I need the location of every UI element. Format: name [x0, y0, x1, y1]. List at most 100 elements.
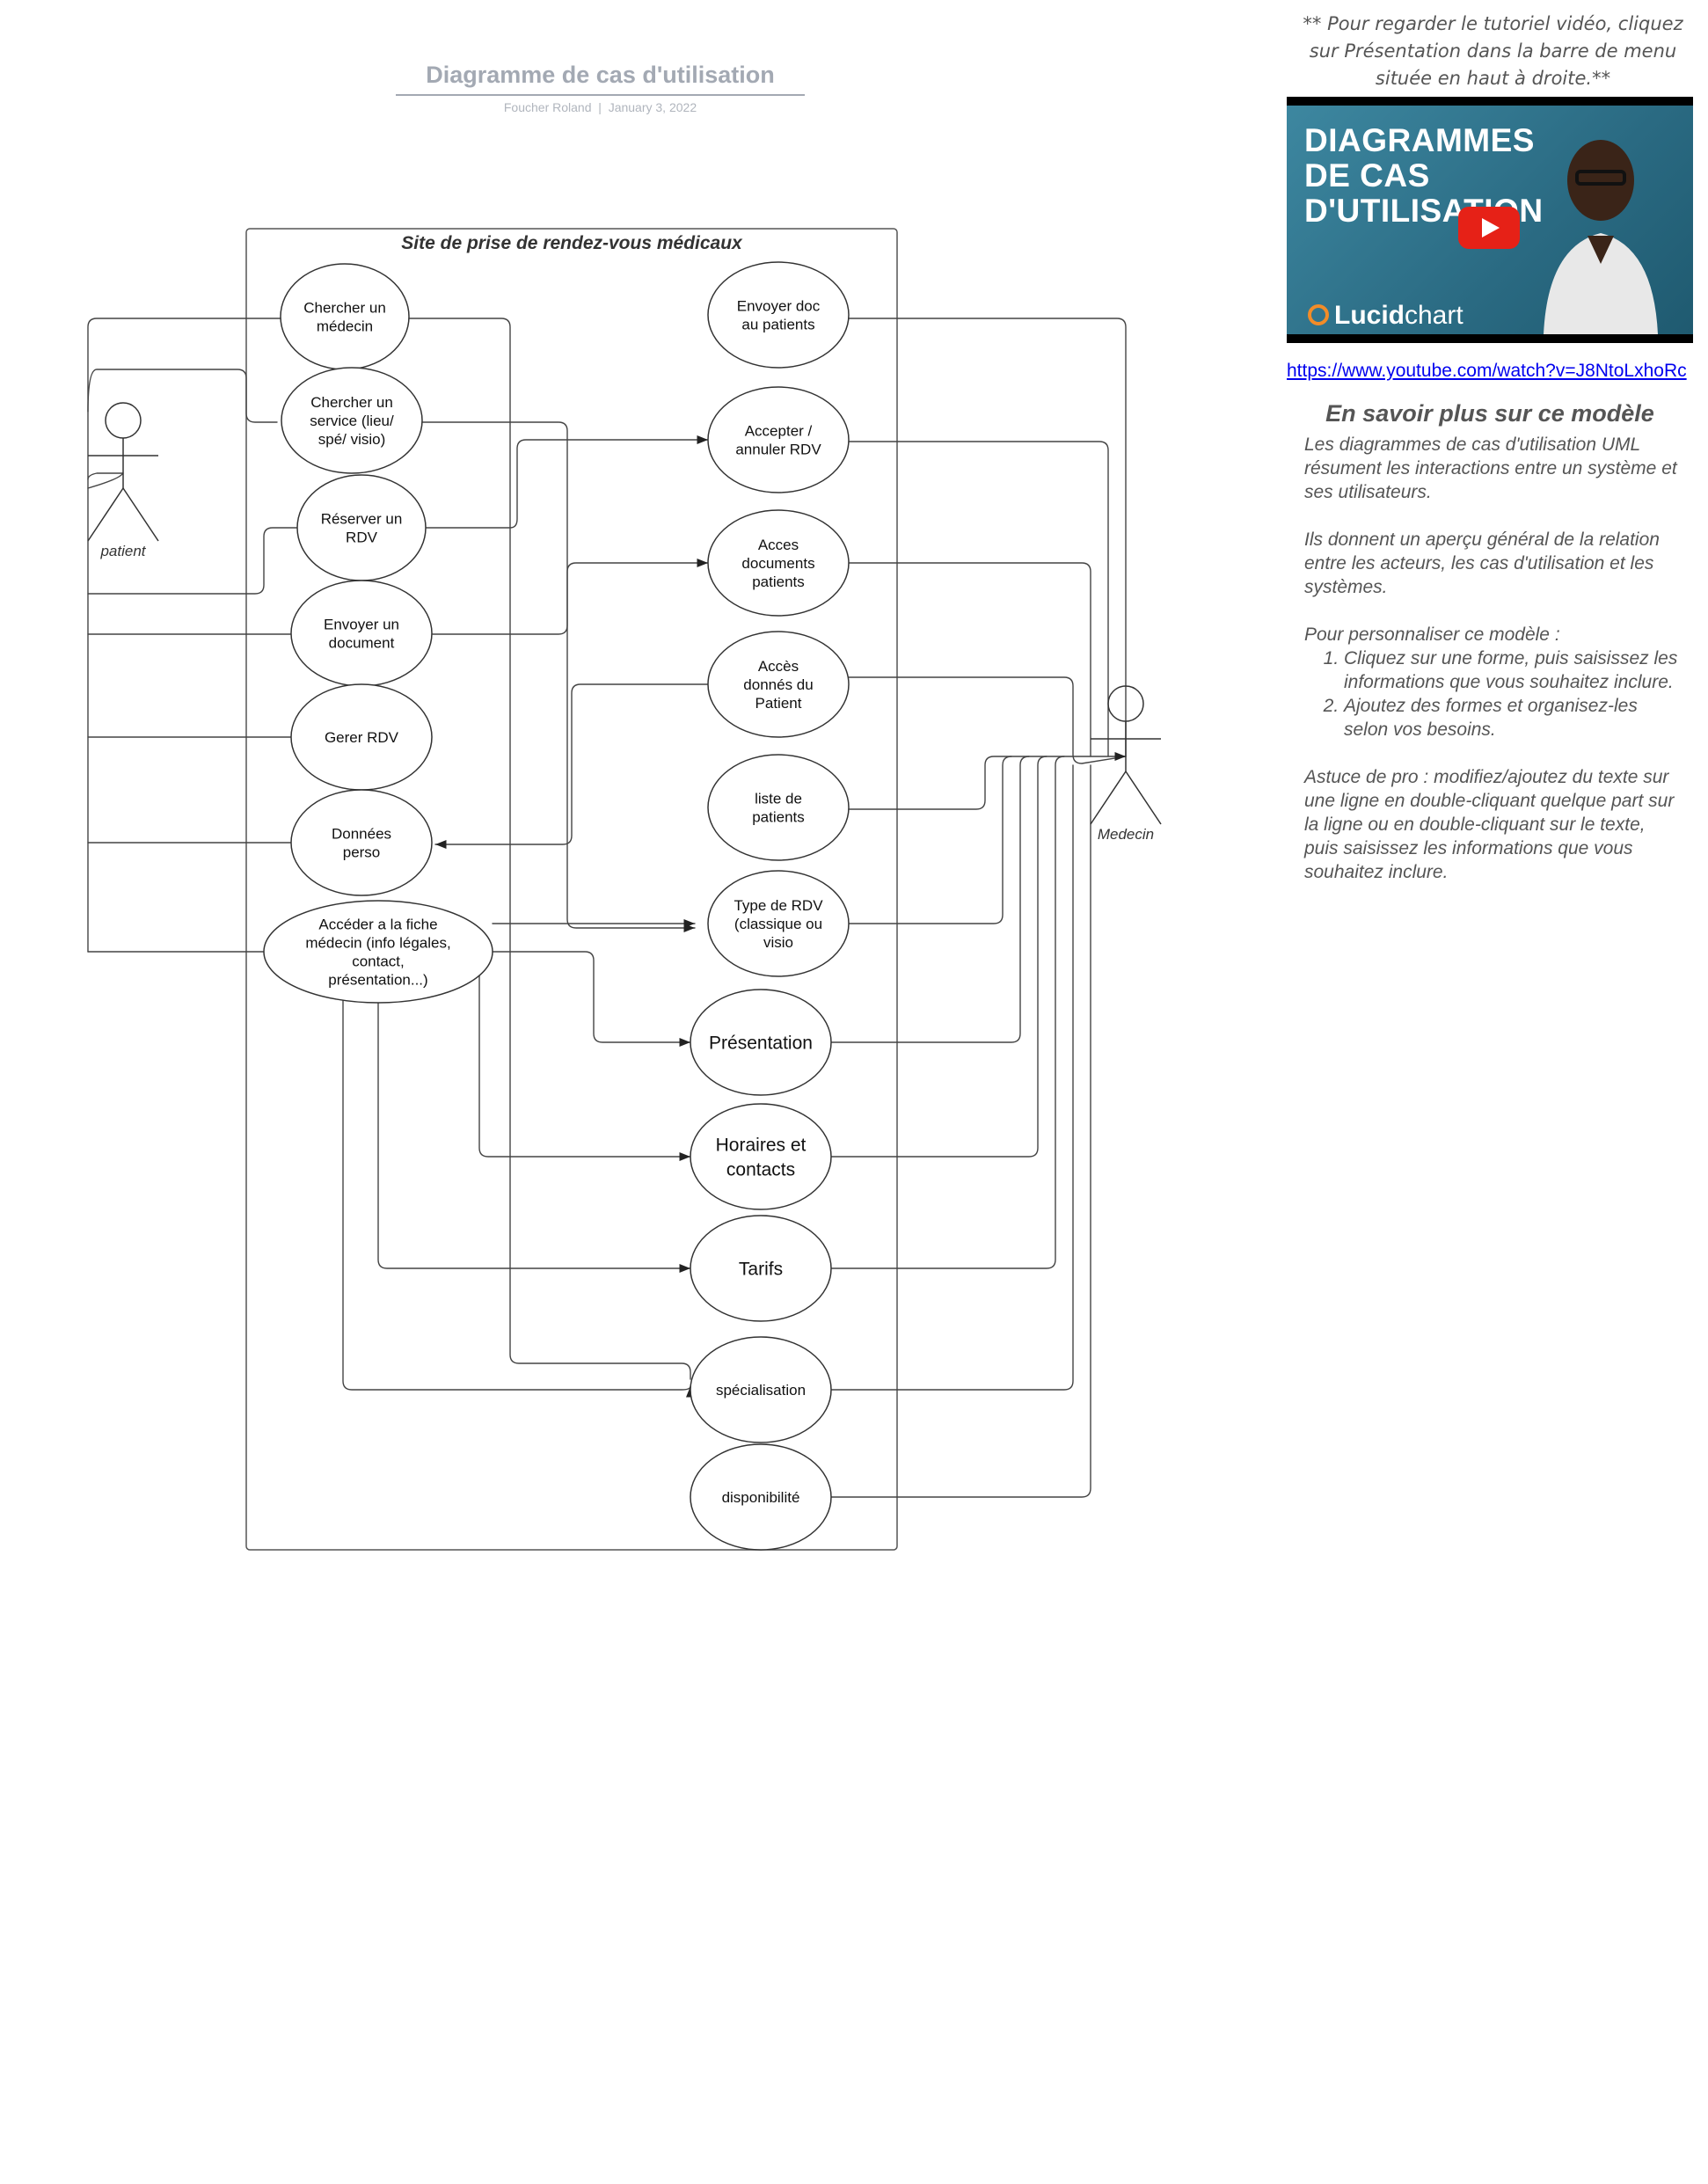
info-title: En savoir plus sur ce modèle [1325, 400, 1654, 427]
use-case-ellipse [690, 1215, 832, 1322]
use-case-specialisation[interactable]: spécialisation [690, 1336, 832, 1443]
use-case-label: donnés du [743, 676, 813, 693]
use-case-label: documents [741, 555, 814, 572]
connectors [87, 318, 1127, 1498]
actor-medecin[interactable] [1090, 685, 1162, 825]
use-case-gerer-rdv[interactable]: Gerer RDV [290, 683, 433, 791]
use-case-label: patients [752, 808, 805, 825]
system-boundary[interactable] [245, 228, 898, 1551]
document-header: Diagramme de cas d'utilisation Foucher R… [396, 62, 805, 114]
use-case-label: annuler RDV [735, 441, 821, 457]
connector [408, 318, 691, 1380]
use-case-ellipse [707, 386, 850, 493]
actor-label-medecin: Medecin [1098, 826, 1154, 843]
actor-patient[interactable] [87, 402, 159, 542]
meta-separator: | [598, 100, 602, 114]
lucidchart-logo: Lucidchart [1308, 301, 1463, 331]
use-case-label: spécialisation [716, 1382, 806, 1399]
use-case-label: liste de [755, 790, 802, 807]
use-case-ellipse [707, 631, 850, 738]
use-case-presentation[interactable]: Présentation [690, 989, 832, 1096]
use-case-label: médecin [317, 318, 373, 334]
use-case-label: service (lieu/ [310, 413, 394, 429]
info-tip: Astuce de pro : modifiez/ajoutez du text… [1304, 767, 1675, 882]
connector [342, 993, 696, 1398]
document-date: January 3, 2022 [608, 100, 697, 114]
youtube-link[interactable]: https://www.youtube.com/watch?v=J8NtoLxh… [1287, 361, 1687, 381]
connector [87, 318, 282, 953]
use-case-label: RDV [346, 529, 378, 545]
use-case-label: au patients [741, 316, 814, 332]
use-case-label: Type de RDV [734, 897, 823, 914]
youtube-play-icon[interactable] [1458, 207, 1520, 249]
use-case-label: spé/ visio) [318, 431, 386, 448]
connector [848, 318, 1127, 757]
use-case-label: document [329, 634, 395, 651]
document-meta: Foucher Roland | January 3, 2022 [396, 100, 805, 114]
use-case-accepter-annuler[interactable]: Accepter / annuler RDV [707, 386, 850, 493]
author-name: Foucher Roland [503, 100, 592, 114]
connector [830, 756, 1030, 1043]
use-case-ellipse [707, 509, 850, 617]
connector [432, 558, 709, 635]
connector [848, 756, 1012, 924]
use-case-donnees-perso[interactable]: Données perso [290, 789, 433, 896]
use-case-chercher-medecin[interactable]: Chercher un médecin [280, 263, 410, 370]
use-case-label: Accéder a la fiche [318, 916, 437, 932]
connector [830, 764, 1091, 1498]
use-case-ellipse [707, 754, 850, 861]
connector [399, 435, 709, 529]
use-case-ellipse [281, 367, 423, 474]
connector [434, 683, 709, 850]
info-paragraph: Les diagrammes de cas d'utilisation UML … [1304, 435, 1677, 502]
use-case-label: présentation...) [328, 971, 427, 988]
use-case-tarifs[interactable]: Tarifs [690, 1215, 832, 1322]
presenter-image [1544, 140, 1658, 334]
use-case-ellipse [690, 1336, 832, 1443]
document-title: Diagramme de cas d'utilisation [396, 62, 805, 96]
use-case-ellipse [263, 900, 493, 1004]
use-case-label: (classique ou [734, 916, 822, 932]
use-case-label: Accepter / [745, 422, 813, 439]
use-case-label: Horaires et [716, 1135, 807, 1155]
use-case-ellipse [690, 989, 832, 1096]
use-case-label: Chercher un [310, 394, 393, 411]
use-case-label: Envoyer un [324, 616, 399, 632]
connector [478, 962, 691, 1162]
use-case-label: Patient [755, 695, 802, 712]
video-title-line: DE CAS [1304, 157, 1430, 194]
use-case-envoyer-document[interactable]: Envoyer un document [290, 580, 433, 687]
connector [830, 756, 1065, 1269]
use-case-ellipse [690, 1103, 832, 1210]
use-case-ellipse [707, 261, 850, 369]
use-case-chercher-service[interactable]: Chercher un service (lieu/spé/ visio) [281, 367, 423, 474]
use-case-ellipse [707, 870, 850, 977]
use-case-label: perso [343, 844, 381, 860]
use-case-label: disponibilité [722, 1489, 800, 1506]
tutorial-note: ** Pour regarder le tutoriel vidéo, cliq… [1303, 13, 1683, 89]
use-case-disponibilite[interactable]: disponibilité [690, 1443, 832, 1551]
use-case-ellipse [690, 1443, 832, 1551]
use-case-label: Présentation [709, 1033, 813, 1053]
tutorial-video-thumbnail[interactable]: DIAGRAMMES DE CAS D'UTILISATION Lucidcha… [1287, 97, 1693, 343]
use-case-label: Chercher un [303, 299, 386, 316]
use-case-label: Données [332, 825, 391, 842]
connector [492, 951, 691, 1048]
connector [848, 751, 1127, 810]
use-case-label: Acces [758, 537, 799, 553]
use-case-label: contact, [352, 953, 405, 969]
lucidchart-logo-icon [1308, 304, 1329, 325]
connector [830, 764, 1074, 1391]
info-step: Cliquez sur une forme, puis saisissez le… [1344, 646, 1682, 694]
connector [830, 756, 1047, 1158]
use-case-ellipse [290, 580, 433, 687]
